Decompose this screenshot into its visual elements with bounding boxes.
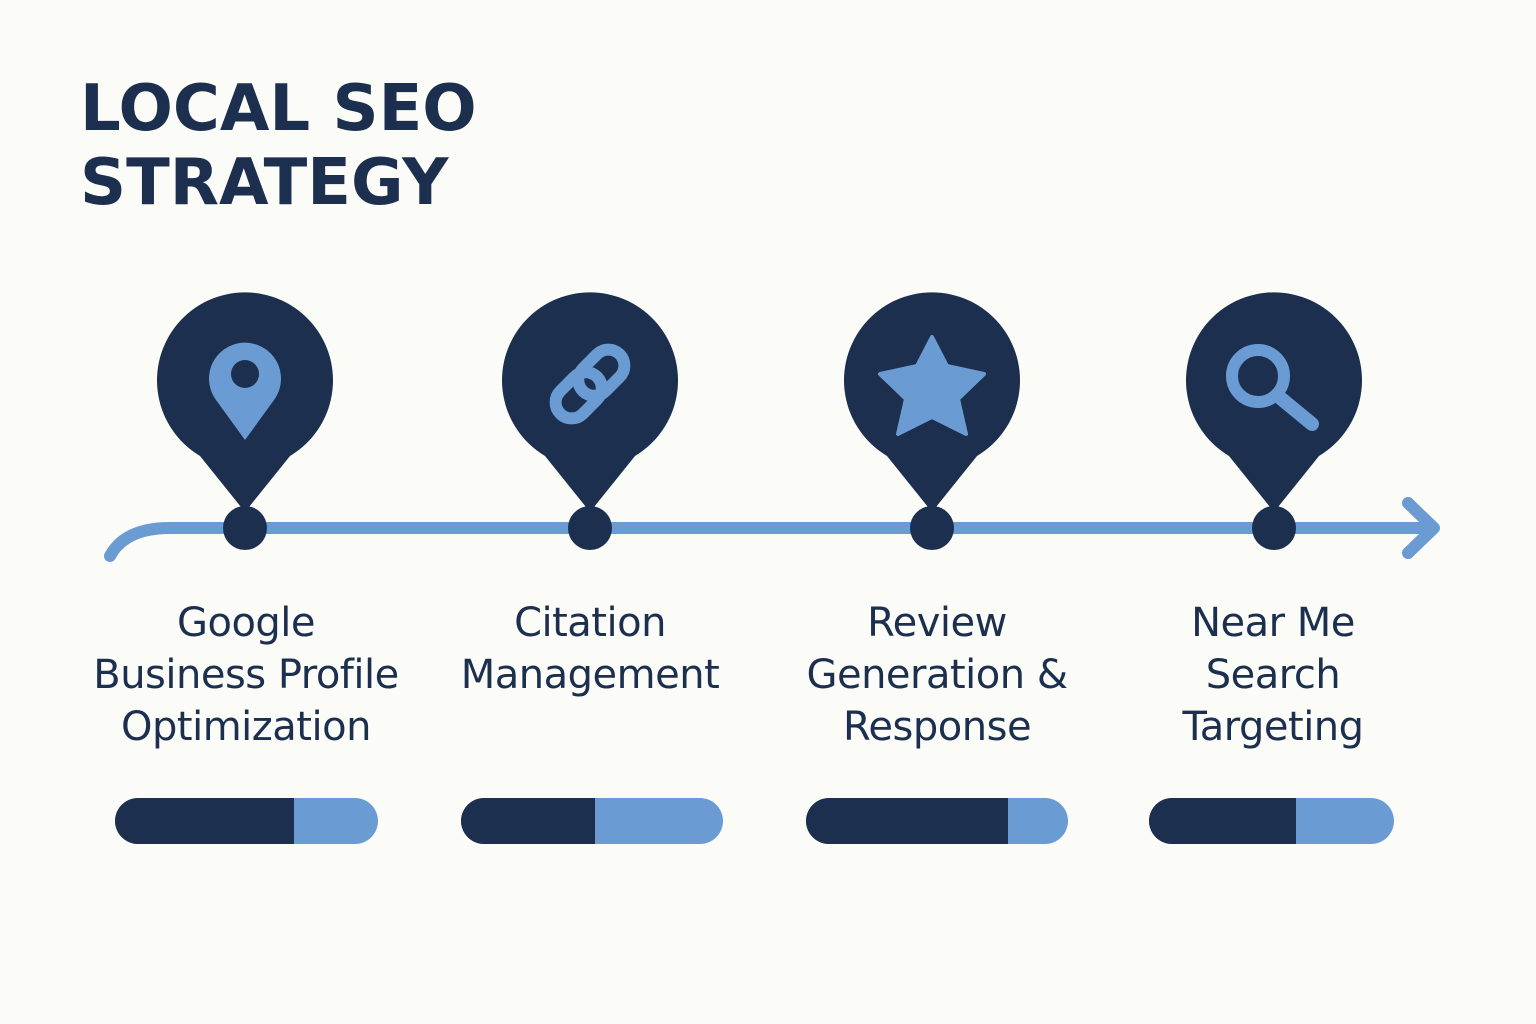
progress-bar-3 — [806, 798, 1068, 844]
step-label-1-line-2: Business Profile — [93, 652, 399, 698]
star-icon — [878, 335, 986, 436]
progress-bar-4 — [1149, 798, 1394, 844]
step-label-3-line-2: Generation & — [806, 652, 1068, 698]
timeline-node-3 — [910, 506, 954, 550]
timeline-node-1 — [223, 506, 267, 550]
title-line-1: LOCAL SEO — [80, 72, 477, 146]
step-label-2: Citation Management — [410, 597, 770, 701]
step-label-1-line-3: Optimization — [121, 704, 371, 750]
title-line-2: STRATEGY — [80, 146, 449, 220]
timeline-line — [104, 522, 1436, 562]
step-label-3: Review Generation & Response — [757, 597, 1117, 753]
link-icon — [549, 343, 631, 425]
timeline-node-4 — [1252, 506, 1296, 550]
progress-fill-1 — [115, 798, 294, 844]
step-label-4: Near Me Search Targeting — [1093, 597, 1453, 753]
progress-fill-2 — [461, 798, 595, 844]
step-label-4-line-2: Search — [1205, 652, 1341, 698]
location-pin-icon — [209, 342, 281, 440]
timeline-node-2 — [568, 506, 612, 550]
step-marker-3 — [844, 292, 1020, 550]
progress-fill-3 — [806, 798, 1008, 844]
progress-bar-1 — [115, 798, 378, 844]
step-marker-1 — [157, 292, 334, 550]
page-title: LOCAL SEO STRATEGY — [80, 72, 477, 220]
step-marker-4 — [1186, 292, 1363, 550]
search-icon — [1226, 344, 1319, 431]
step-label-4-line-1: Near Me — [1191, 600, 1355, 646]
progress-fill-4 — [1149, 798, 1296, 844]
step-label-2-line-1: Citation — [514, 600, 666, 646]
step-label-4-line-3: Targeting — [1182, 704, 1364, 750]
step-label-3-line-3: Response — [842, 704, 1032, 750]
step-label-1: Google Business Profile Optimization — [66, 597, 426, 753]
step-label-1-line-1: Google — [176, 600, 316, 646]
step-label-2-line-2: Management — [460, 652, 720, 698]
step-marker-2 — [502, 292, 679, 550]
timeline-arrowhead — [1402, 497, 1440, 559]
step-label-3-line-1: Review — [867, 600, 1007, 646]
progress-bar-2 — [461, 798, 723, 844]
